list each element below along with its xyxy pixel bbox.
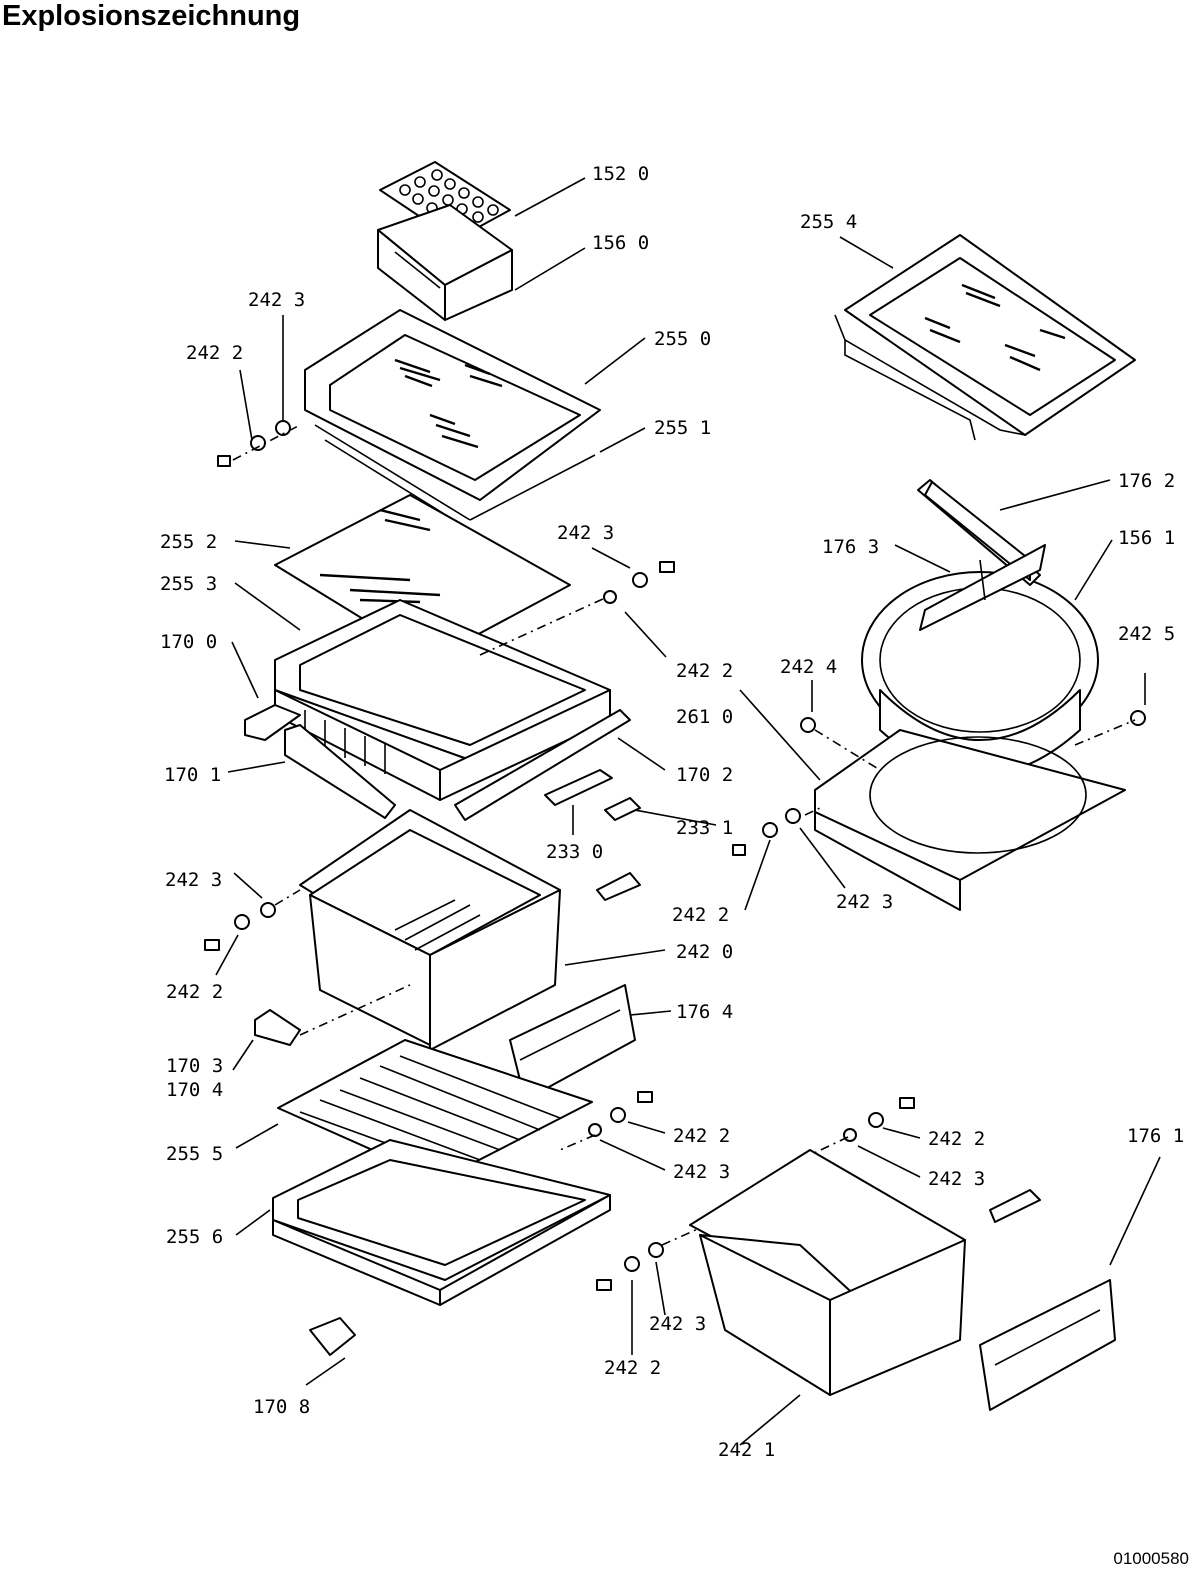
callout-242-1: 242 1 <box>718 1439 775 1461</box>
callout-242-2-e: 242 2 <box>673 1125 730 1147</box>
callout-233-1: 233 1 <box>676 817 733 839</box>
callout-176-3: 176 3 <box>822 536 879 558</box>
callout-255-2: 255 2 <box>160 531 217 553</box>
callout-156-0: 156 0 <box>592 232 649 254</box>
part-rail-170-1 <box>284 724 396 819</box>
callout-242-2-f: 242 2 <box>928 1128 985 1150</box>
callout-176-1: 176 1 <box>1127 1125 1184 1147</box>
callout-242-2-b: 242 2 <box>676 660 733 682</box>
callout-242-3-e: 242 3 <box>673 1161 730 1183</box>
callout-233-0: 233 0 <box>546 841 603 863</box>
callout-170-3: 170 3 <box>166 1055 223 1077</box>
callout-255-1: 255 1 <box>654 417 711 439</box>
part-strip <box>989 1189 1041 1223</box>
part-control-233 <box>544 769 641 901</box>
part-egg-box <box>377 204 513 321</box>
part-right-shelf <box>834 234 1136 441</box>
callout-255-4: 255 4 <box>800 211 857 233</box>
callout-242-2-a: 242 2 <box>186 342 243 364</box>
callout-242-3-b: 242 3 <box>557 522 614 544</box>
callout-242-3-d: 242 3 <box>836 891 893 913</box>
callout-255-0: 255 0 <box>654 328 711 350</box>
callout-242-0: 242 0 <box>676 941 733 963</box>
callout-176-2: 176 2 <box>1118 470 1175 492</box>
part-top-shelf <box>304 309 601 531</box>
part-cap-170-8 <box>309 1317 356 1356</box>
part-drawer-front-176-1 <box>979 1279 1116 1411</box>
fasteners <box>204 420 1146 1291</box>
callout-261-0: 261 0 <box>676 706 733 728</box>
page-title: Explosionszeichnung <box>2 0 301 32</box>
part-bottom-frame <box>272 1139 611 1306</box>
part-grille-shelf <box>277 1039 593 1181</box>
part-left-drawer <box>299 809 561 1051</box>
callout-242-2-c: 242 2 <box>672 904 729 926</box>
callout-170-2: 170 2 <box>676 764 733 786</box>
part-egg-tray-lid <box>379 161 511 241</box>
callout-255-3: 255 3 <box>160 573 217 595</box>
leader-lines <box>215 177 1161 1446</box>
callout-labels: 152 0 156 0 255 4 242 3 242 2 255 0 255 … <box>160 163 1184 1461</box>
part-right-drawer <box>689 1149 966 1396</box>
callout-242-3-c: 242 3 <box>165 869 222 891</box>
callout-170-4: 170 4 <box>166 1079 223 1101</box>
callout-242-5: 242 5 <box>1118 623 1175 645</box>
callout-255-5: 255 5 <box>166 1143 223 1165</box>
callout-242-2-d: 242 2 <box>166 981 223 1003</box>
callout-170-0: 170 0 <box>160 631 217 653</box>
part-rail-170-2 <box>454 709 631 821</box>
part-crisper-frame <box>274 599 611 801</box>
callout-170-1: 170 1 <box>164 764 221 786</box>
part-clip-170-3 <box>254 1009 301 1046</box>
document-number: 01000580 <box>1113 1549 1189 1568</box>
callout-255-6: 255 6 <box>166 1226 223 1248</box>
callout-242-3-a: 242 3 <box>248 289 305 311</box>
callout-170-8: 170 8 <box>253 1396 310 1418</box>
part-rail-170-0 <box>244 704 301 741</box>
assembly-lines <box>232 424 1136 1246</box>
callout-176-4: 176 4 <box>676 1001 733 1023</box>
callout-152-0: 152 0 <box>592 163 649 185</box>
callout-242-3-f: 242 3 <box>928 1168 985 1190</box>
callout-242-4: 242 4 <box>780 656 837 678</box>
callout-156-1: 156 1 <box>1118 527 1175 549</box>
part-base-261-0 <box>814 729 1126 911</box>
callout-242-3-g: 242 3 <box>649 1313 706 1335</box>
callout-242-2-g: 242 2 <box>604 1357 661 1379</box>
part-divider-176-3 <box>919 544 1046 631</box>
